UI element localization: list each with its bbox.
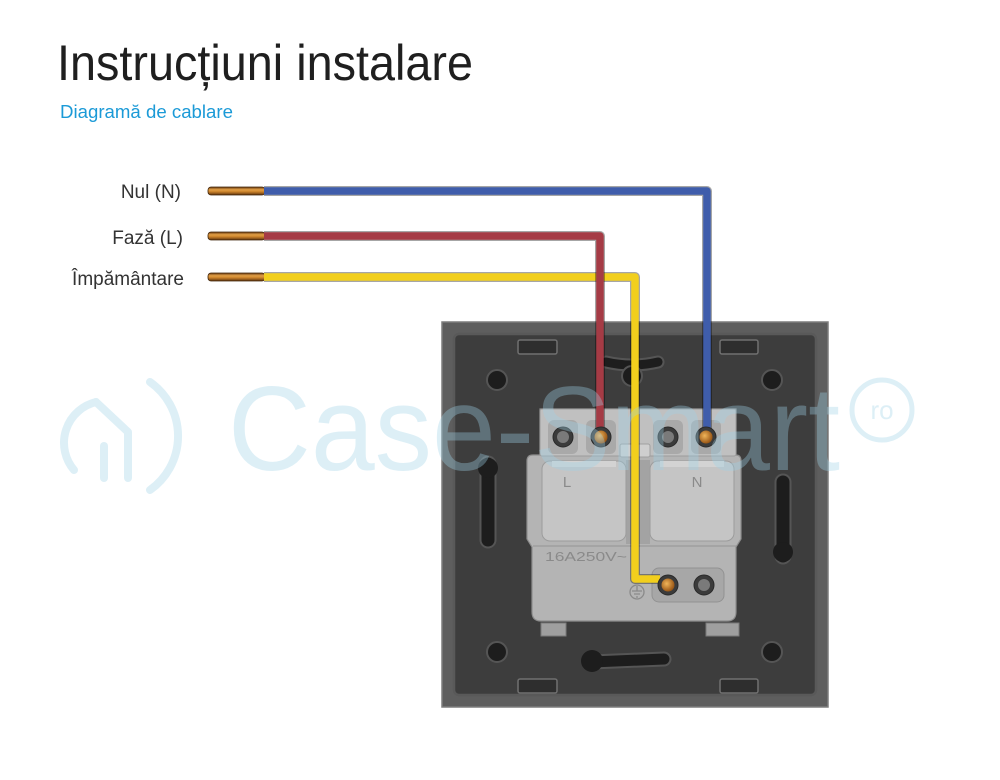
- wire-neutral: [264, 186, 712, 430]
- terminal-cover-n-lip: [660, 461, 724, 467]
- terminal-screws: [552, 426, 717, 596]
- plate-notch-bottom-right: [719, 678, 759, 694]
- watermark-suffix: ro: [870, 395, 893, 425]
- copper-tip-neutral: [207, 186, 266, 196]
- wire-label-neutral: Nul (N): [121, 182, 181, 203]
- mounting-slot-left: [478, 455, 498, 549]
- mounting-hole-top-left: [486, 369, 508, 391]
- slot-round: [581, 650, 603, 672]
- slot-round: [773, 542, 793, 562]
- module-clip-right: [705, 622, 740, 637]
- plate-notch-top-left: [517, 339, 558, 355]
- plate-notch-bottom-left: [517, 678, 558, 694]
- wire-label-phase: Fază (L): [112, 228, 183, 249]
- terminal-cover-l-lip: [552, 461, 616, 467]
- terminal-cover-n: [649, 460, 735, 542]
- socket-rating: 16A250V~: [545, 549, 628, 564]
- mounting-slot-right: [773, 473, 793, 565]
- page-subtitle: Diagramă de cablare: [60, 102, 233, 122]
- wire-label-ground: Împământare: [71, 268, 184, 290]
- terminal-screw-copper: [699, 430, 713, 444]
- slot-round: [478, 458, 498, 478]
- terminal-screw-copper: [594, 430, 608, 444]
- mounting-hole-bottom-left: [486, 641, 508, 663]
- wire-ground: [264, 272, 660, 584]
- terminal-label-n: N: [692, 474, 703, 491]
- wire-phase: [264, 231, 605, 430]
- ground-symbol-icon: [629, 584, 645, 600]
- slot-hole: [586, 653, 670, 668]
- wire-neutral-core: [264, 187, 711, 430]
- watermark-logo-icon: [60, 378, 182, 494]
- logo-left-arc: [60, 398, 100, 474]
- ground-symbol-ring: [629, 584, 645, 600]
- terminal-screw-core: [557, 431, 569, 443]
- copper-tip-phase: [207, 231, 266, 241]
- wire-ground-core: [264, 273, 660, 583]
- mounting-slot-bottom: [581, 650, 672, 672]
- plate-notch-top-right: [719, 339, 759, 355]
- module-clip-left: [540, 622, 567, 637]
- mounting-hole-top-right: [761, 369, 783, 391]
- logo-outer-arc: [146, 378, 182, 494]
- terminal-screw-core: [698, 579, 710, 591]
- wire-phase-core: [264, 232, 604, 430]
- terminal-screw-core: [662, 431, 674, 443]
- logo-roof: [92, 398, 132, 482]
- page-title: Instrucțiuni instalare: [57, 35, 473, 91]
- watermark-registered-circle: [849, 377, 915, 443]
- ground-symbol-lines: [632, 586, 642, 598]
- copper-tip-ground: [207, 272, 266, 282]
- terminal-label-l: L: [563, 474, 571, 491]
- mounting-hole-bottom-right: [761, 641, 783, 663]
- copper-tips: [207, 186, 266, 282]
- terminal-screw-copper: [661, 578, 675, 592]
- terminal-cover-l: [541, 460, 627, 542]
